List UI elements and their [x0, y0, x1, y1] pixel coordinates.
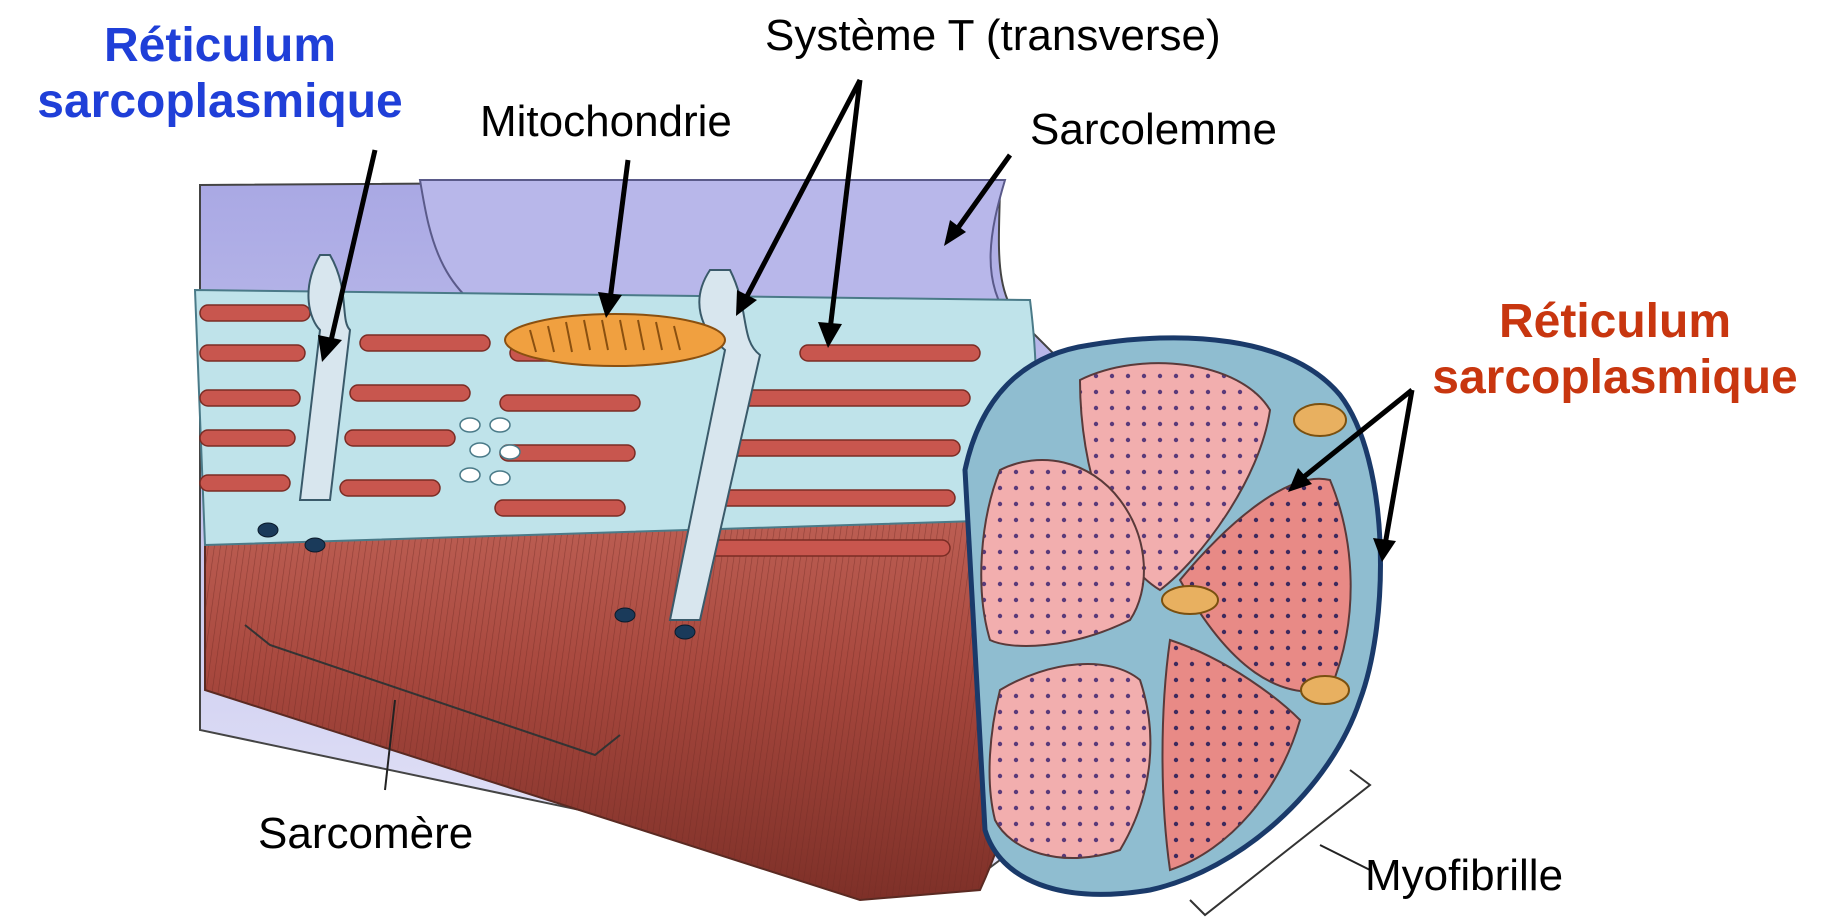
fiber-cross-section [965, 338, 1380, 894]
mitochondrion [505, 314, 725, 366]
reticulum-label-left: Réticulum sarcoplasmique [10, 18, 430, 130]
sarcomere-label: Sarcomère [258, 808, 473, 860]
reticulum-label-right: Réticulum sarcoplasmique [1420, 294, 1810, 406]
sarcolemme-label: Sarcolemme [1030, 104, 1277, 156]
reticulum-right-line1: Réticulum [1420, 294, 1810, 350]
reticulum-left-line2: sarcoplasmique [10, 74, 430, 130]
reticulum-left-line1: Réticulum [10, 18, 430, 74]
systeme-t-label: Système T (transverse) [765, 10, 1221, 62]
reticulum-right-line2: sarcoplasmique [1420, 350, 1810, 406]
myofibrille-label: Myofibrille [1365, 850, 1563, 902]
mitochondrie-label: Mitochondrie [480, 96, 732, 148]
